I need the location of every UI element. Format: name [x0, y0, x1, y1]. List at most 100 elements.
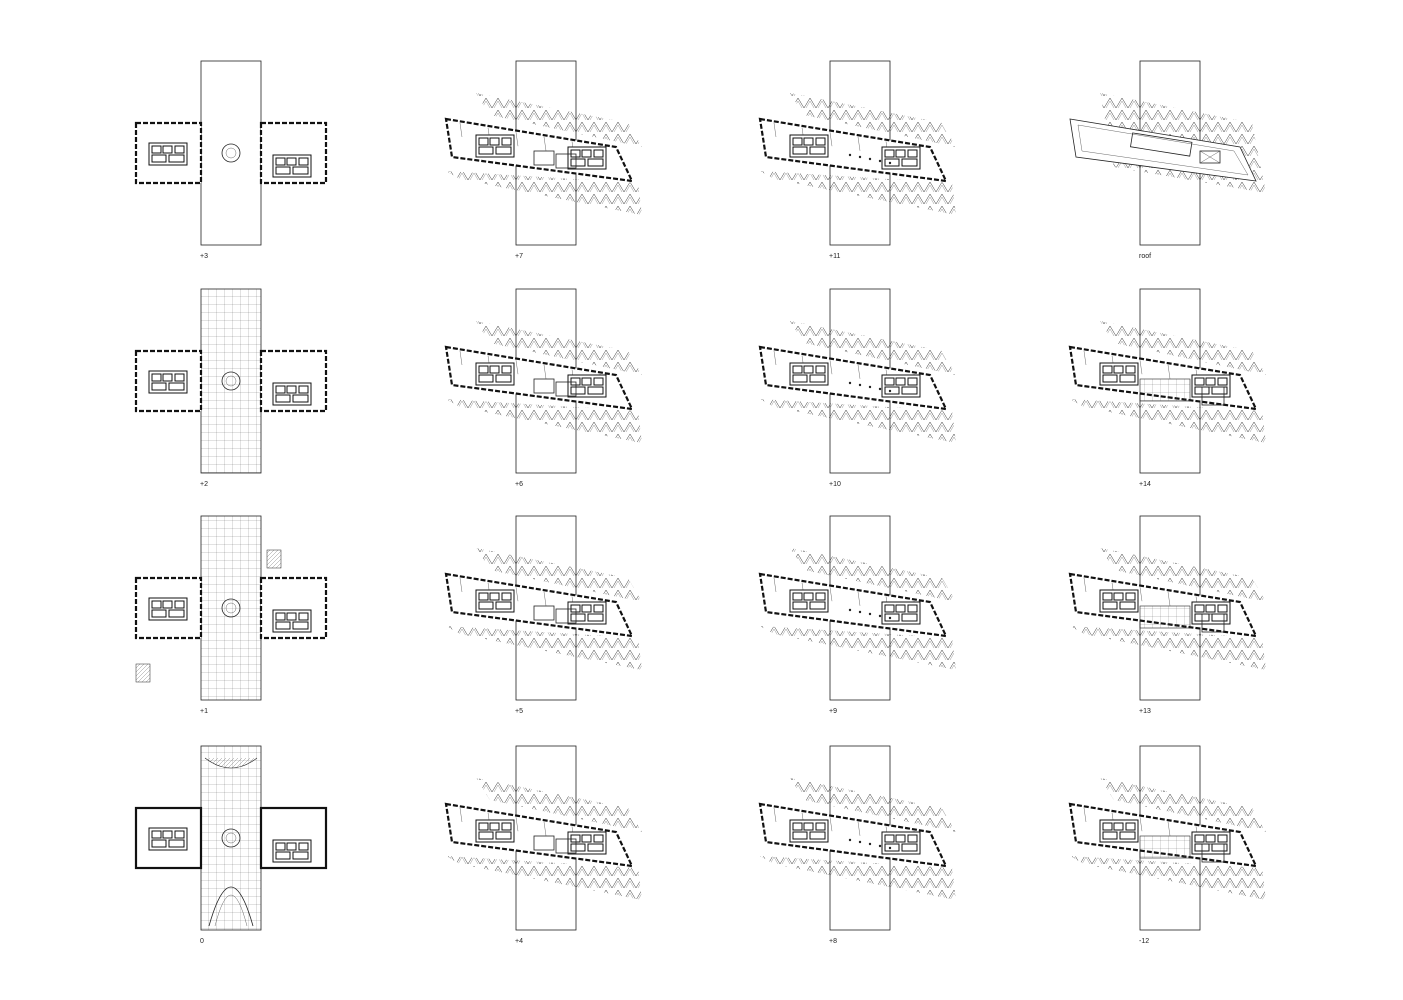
- roof-skylight: [1130, 132, 1193, 157]
- facade-pattern: [446, 856, 642, 900]
- floor-plan: +8: [758, 745, 956, 945]
- stair-core: [272, 839, 312, 863]
- facade-pattern: [1070, 626, 1266, 670]
- stair-core: [567, 374, 607, 398]
- floor-plan: +9: [758, 515, 956, 715]
- plaza-grid: [200, 515, 262, 701]
- building-envelope: [444, 117, 634, 183]
- building-envelope: [444, 345, 634, 411]
- facade-pattern: [790, 93, 956, 147]
- floor-plan: -12: [1068, 745, 1266, 945]
- stair-core: [881, 601, 921, 625]
- auditorium-seating: [208, 886, 254, 927]
- stair-core: [789, 589, 829, 613]
- stair-core: [1191, 831, 1231, 855]
- building-envelope: [758, 802, 948, 868]
- floor-plan: roof: [1069, 60, 1266, 260]
- stair-core: [789, 134, 829, 158]
- floor-label: +13: [1139, 708, 1151, 715]
- stair-core: [1099, 819, 1139, 843]
- west-wing: [134, 121, 203, 185]
- stair-core: [148, 142, 188, 166]
- stair-core: [881, 831, 921, 855]
- roof-hatch: [1199, 150, 1221, 164]
- building-envelope: [758, 117, 948, 183]
- floor-plan: +7: [444, 60, 642, 260]
- floor-label: +2: [200, 481, 208, 488]
- floor-label: +7: [515, 253, 523, 260]
- floor-plan: +2: [134, 288, 328, 488]
- stair-core: [475, 819, 515, 843]
- floor-plan: +1: [134, 515, 328, 715]
- stair-core: [475, 134, 515, 158]
- plaza-grid: [200, 745, 262, 931]
- floor-label: +5: [515, 708, 523, 715]
- roof-edge: [1069, 118, 1257, 182]
- floor-label: 0: [200, 938, 204, 945]
- floor-label: +14: [1139, 481, 1151, 488]
- east-wing: [259, 121, 328, 185]
- facade-pattern: [1100, 548, 1266, 602]
- round-stair: [221, 371, 241, 391]
- facade-pattern: [476, 93, 642, 147]
- building-envelope: [1068, 572, 1258, 638]
- west-wing: [134, 349, 203, 413]
- stair-core: [148, 827, 188, 851]
- facade-pattern: [760, 399, 956, 443]
- building-envelope: [1068, 345, 1258, 411]
- floor-plan: 0: [134, 745, 328, 945]
- facade-pattern: [760, 626, 956, 670]
- floor-label: +9: [829, 708, 837, 715]
- round-stair: [221, 598, 241, 618]
- facade-pattern: [1100, 321, 1266, 375]
- stair-core: [272, 154, 312, 178]
- facade-pattern: [446, 171, 642, 215]
- floor-label: -12: [1139, 938, 1149, 945]
- stair-core: [567, 831, 607, 855]
- stair-core: [567, 146, 607, 170]
- east-wing: [259, 806, 328, 870]
- stair-core: [789, 362, 829, 386]
- plaza-grid: [200, 288, 262, 474]
- round-stair: [221, 828, 241, 848]
- east-wing: [259, 349, 328, 413]
- west-wing: [134, 576, 203, 640]
- facade-pattern: [476, 548, 642, 602]
- stair-core: [148, 370, 188, 394]
- stair-core: [881, 374, 921, 398]
- floor-label: +11: [829, 253, 840, 260]
- stair-core: [148, 597, 188, 621]
- floor-label: +3: [200, 253, 208, 260]
- site-outline: [200, 60, 262, 246]
- floor-label: +4: [515, 938, 523, 945]
- building-envelope: [1068, 802, 1258, 868]
- floor-label: +10: [829, 481, 841, 488]
- stair-core: [789, 819, 829, 843]
- floor-plan: +3: [134, 60, 328, 260]
- floor-plan: +14: [1068, 288, 1266, 488]
- floor-plan: +6: [444, 288, 642, 488]
- stair-core: [567, 601, 607, 625]
- round-stair: [221, 143, 241, 163]
- floor-label: roof: [1139, 253, 1151, 260]
- facade-pattern: [1070, 856, 1266, 900]
- stair-core: [1099, 362, 1139, 386]
- building-envelope: [444, 572, 634, 638]
- facade-pattern: [790, 321, 956, 375]
- facade-pattern: [446, 399, 642, 443]
- facade-pattern: [1070, 399, 1266, 443]
- stair-core: [1099, 589, 1139, 613]
- floor-plan: +13: [1068, 515, 1266, 715]
- facade-pattern: [476, 321, 642, 375]
- building-envelope: [758, 572, 948, 638]
- floor-label: +8: [829, 938, 837, 945]
- facade-pattern: [760, 171, 956, 215]
- facade-pattern: [1100, 778, 1266, 832]
- floor-plan: +4: [444, 745, 642, 945]
- building-envelope: [444, 802, 634, 868]
- facade-pattern: [790, 778, 956, 832]
- stair-core: [272, 609, 312, 633]
- stair-core: [475, 589, 515, 613]
- east-wing: [259, 576, 328, 640]
